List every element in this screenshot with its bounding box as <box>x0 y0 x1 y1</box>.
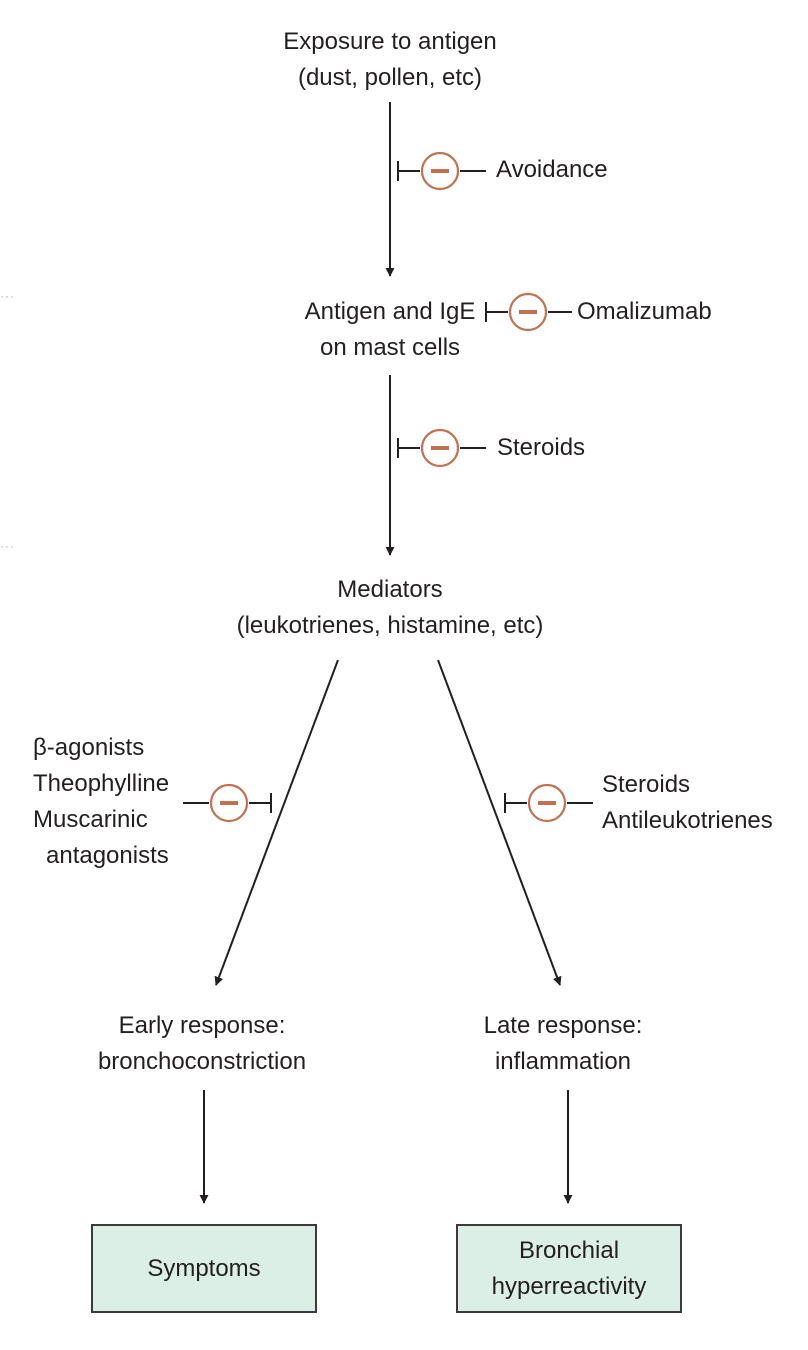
outcome-hyperreactivity-line1: Bronchial <box>518 1236 620 1264</box>
node-antigen-ige-line2: on mast cells <box>319 334 461 361</box>
inhibitor-avoidance <box>397 151 486 191</box>
label-steroids-upper: Steroids <box>497 434 586 461</box>
node-exposure-title: Exposure to antigen <box>283 28 497 55</box>
drug-muscarinic: Muscarinic <box>33 806 148 833</box>
node-mediators: Mediators (leukotrienes, histamine, etc) <box>237 572 544 644</box>
drug-theophylline: Theophylline <box>33 770 170 797</box>
node-exposure: Exposure to antigen (dust, pollen, etc) <box>283 24 496 96</box>
ellipsis-icon: ··· <box>0 539 15 553</box>
node-antigen-ige-line1: Antigen and IgE <box>304 298 476 325</box>
label-avoidance: Avoidance <box>496 156 608 183</box>
inhibitor-steroids-upper <box>397 428 486 468</box>
outcome-hyperreactivity-line2: hyperreactivity <box>491 1272 647 1300</box>
label-early-drugs: β-agonists Theophylline Muscarinic antag… <box>33 730 169 874</box>
label-omalizumab: Omalizumab <box>577 298 712 325</box>
ellipsis-icon: ··· <box>0 289 15 303</box>
node-mediators-title: Mediators <box>337 576 443 603</box>
node-late-response-detail: inflammation <box>494 1048 632 1075</box>
node-late-response: Late response: inflammation <box>484 1008 643 1080</box>
inhibitor-omalizumab <box>485 292 572 332</box>
drug-antileukotrienes: Antileukotrienes <box>602 807 773 834</box>
node-late-response-title: Late response: <box>483 1012 643 1039</box>
drug-beta-agonists: β-agonists <box>33 734 145 761</box>
arrow-mediators-to-late <box>437 659 562 986</box>
label-late-drugs: Steroids Antileukotrienes <box>602 767 773 839</box>
inhibitor-late-response <box>504 783 593 823</box>
node-early-response: Early response: bronchoconstriction <box>98 1008 306 1080</box>
node-mediators-detail: (leukotrienes, histamine, etc) <box>236 612 544 639</box>
outcome-symptoms-label: Symptoms <box>147 1254 261 1282</box>
node-early-response-title: Early response: <box>118 1012 286 1039</box>
outcome-symptoms-box: Symptoms <box>91 1224 317 1313</box>
node-antigen-ige: Antigen and IgE on mast cells <box>305 294 476 366</box>
drug-steroids: Steroids <box>602 771 691 798</box>
drug-antagonists: antagonists <box>46 842 169 869</box>
outcome-hyperreactivity-box: Bronchial hyperreactivity <box>456 1224 682 1313</box>
arrow-mediators-to-early <box>214 659 339 986</box>
node-early-response-detail: bronchoconstriction <box>97 1048 307 1075</box>
node-exposure-detail: (dust, pollen, etc) <box>297 64 483 91</box>
inhibitor-early-response <box>183 783 272 823</box>
